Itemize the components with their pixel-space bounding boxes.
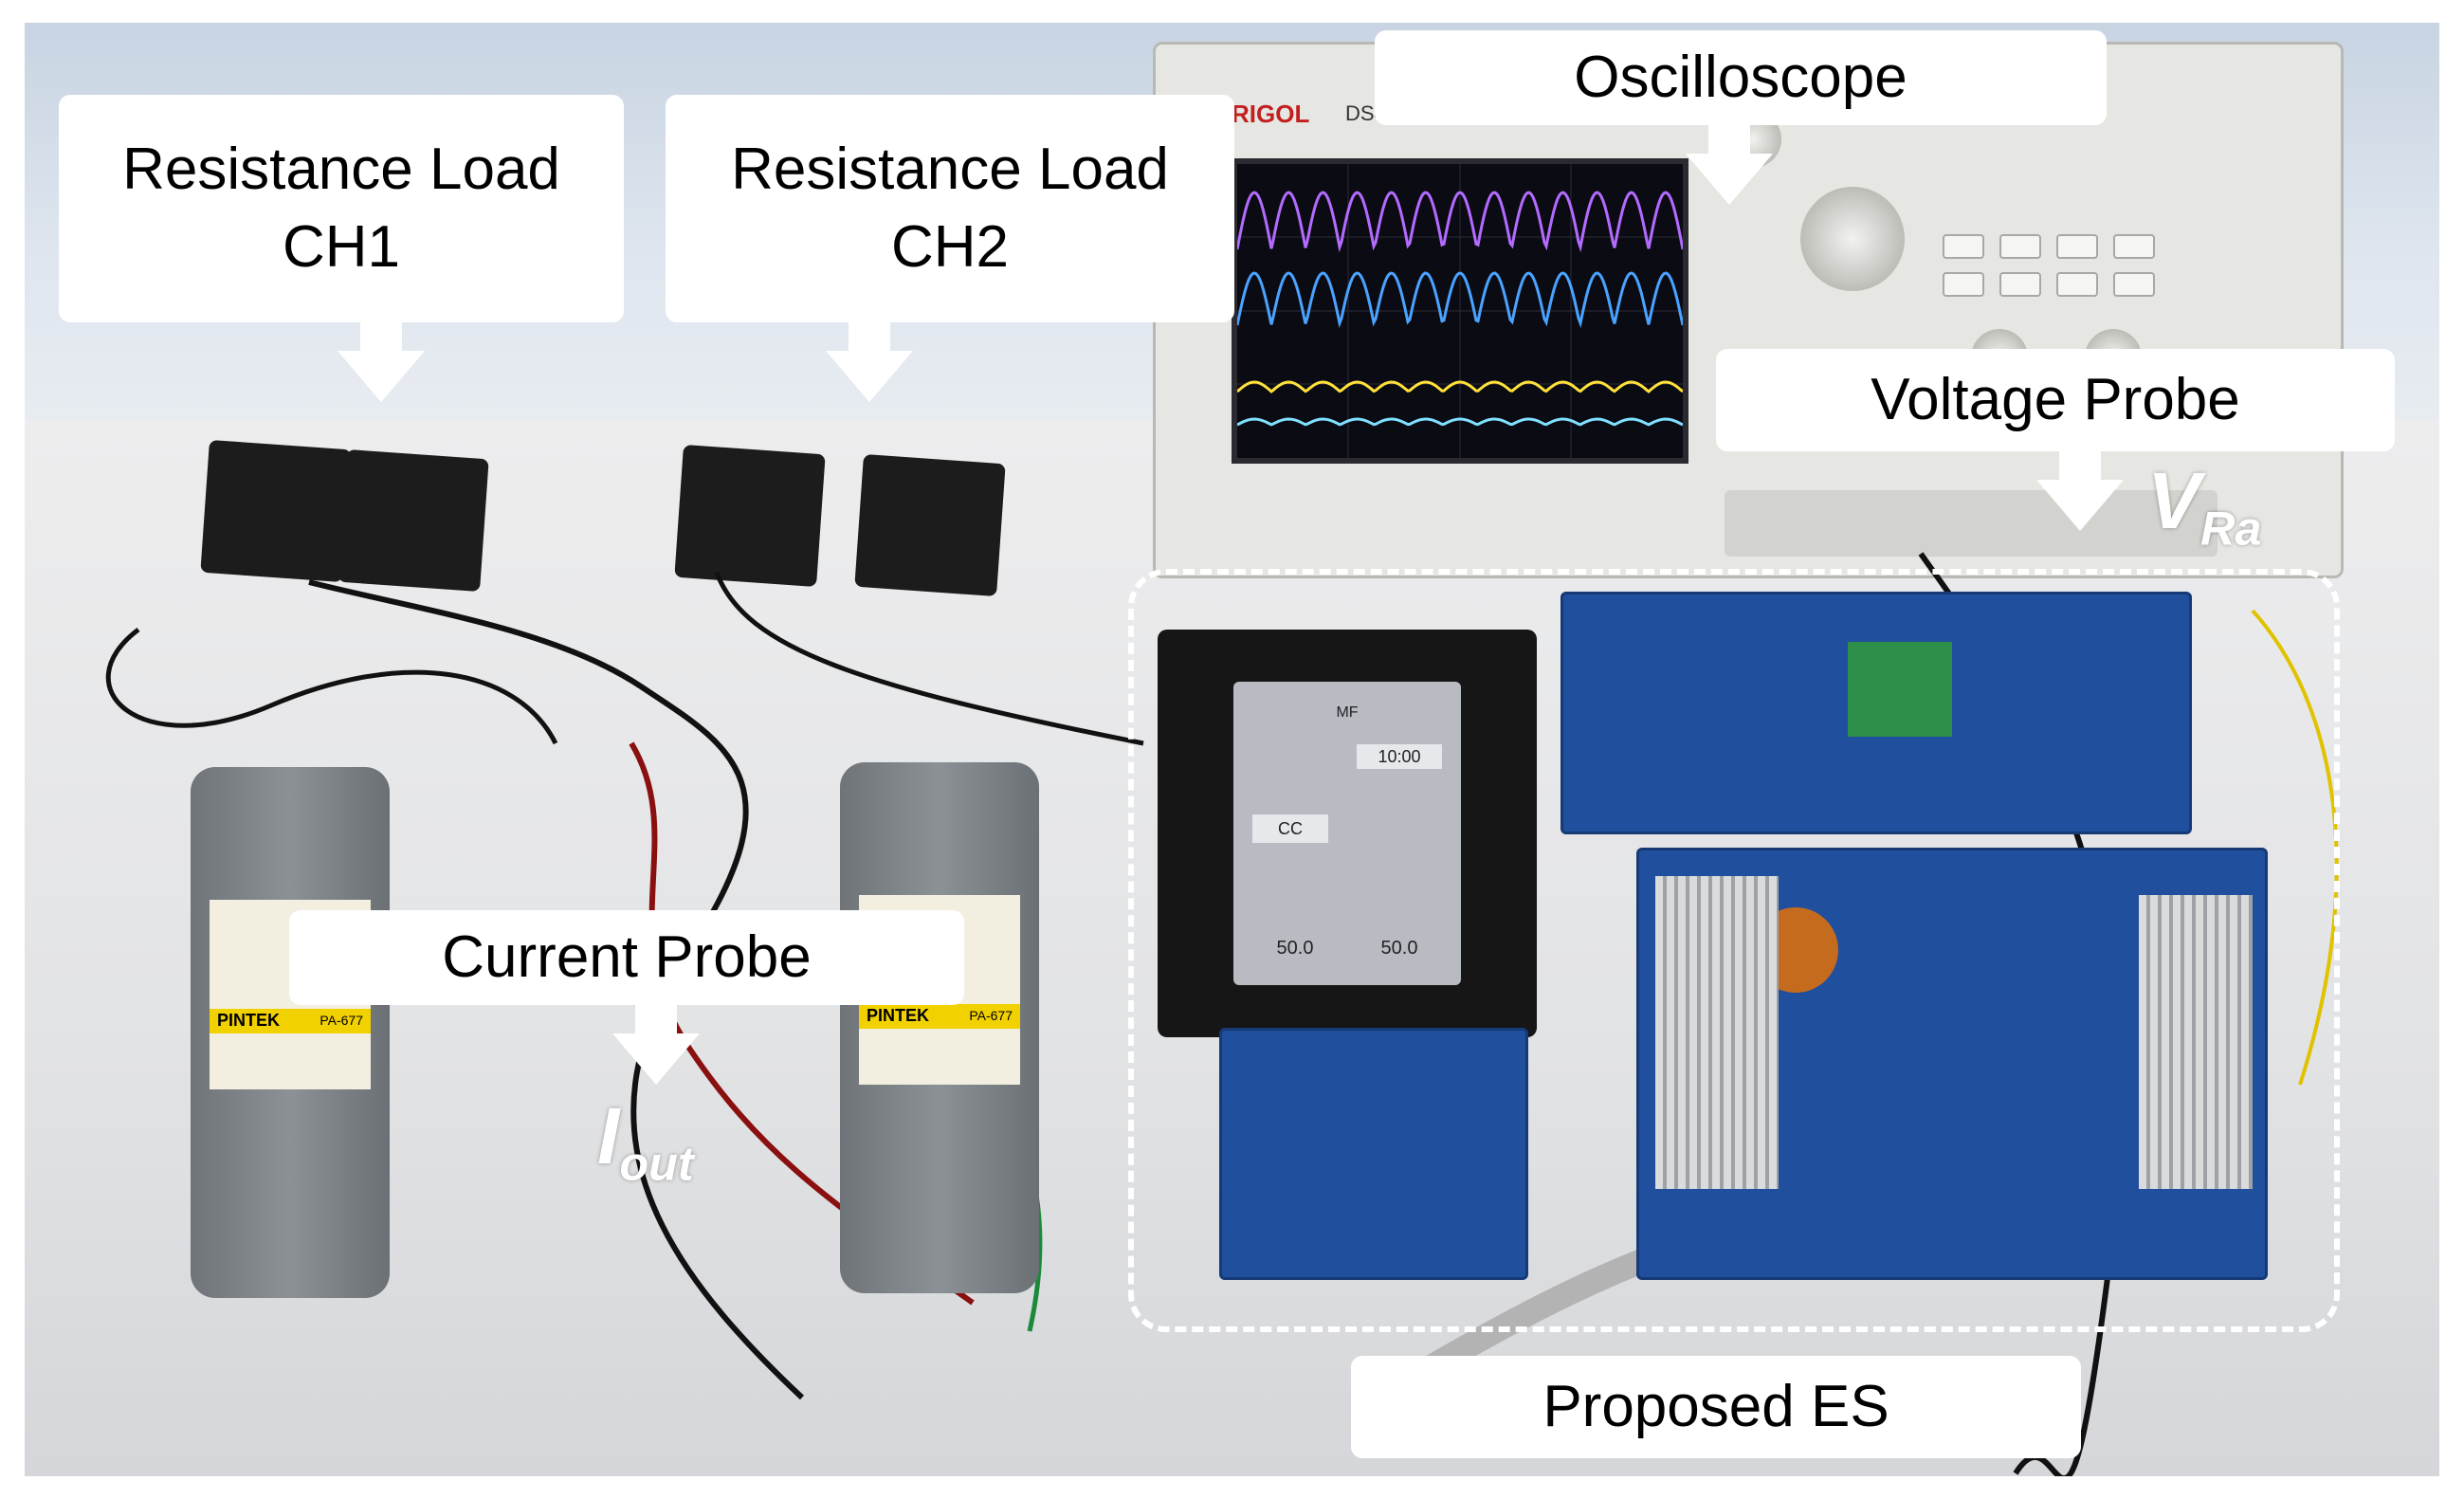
- arrow-shaft: [635, 1005, 677, 1033]
- label-resistance-load-ch1-line1: Resistance Load: [122, 137, 560, 202]
- scope-button: [2113, 272, 2155, 297]
- arrow-shaft: [849, 322, 890, 351]
- tablet-screen: MF 10:00 CC 50.0 50.0: [1233, 682, 1461, 985]
- clamp-band: PINTEK PA-677: [210, 1009, 371, 1033]
- ch2-trace: [1235, 271, 1685, 329]
- scope-button: [2056, 234, 2098, 259]
- label-resistance-load-ch2-line1: Resistance Load: [731, 137, 1169, 202]
- touch-tablet: MF 10:00 CC 50.0 50.0: [1158, 630, 1537, 1037]
- heatsink-right: [2139, 895, 2253, 1189]
- label-proposed-es: Proposed ES: [1351, 1356, 2081, 1458]
- scope-button: [2056, 272, 2098, 297]
- controller-pcb-top: [1561, 592, 2192, 834]
- label-resistance-load-ch1: Resistance Load CH1: [59, 95, 624, 322]
- symbol-v-ra-main: V: [2147, 456, 2201, 545]
- tablet-mode: CC: [1252, 814, 1328, 843]
- proposed-es-outline: [1128, 569, 2340, 1332]
- label-oscilloscope-text: Oscilloscope: [1574, 45, 1907, 110]
- ch3-trace: [1236, 380, 1684, 393]
- symbol-v-ra-sub: Ra: [2200, 501, 2262, 556]
- scope-button: [2113, 234, 2155, 259]
- ch1-trace: [1235, 191, 1685, 253]
- ch4-trace: [1236, 417, 1684, 427]
- label-current-probe-text: Current Probe: [442, 924, 812, 990]
- scope-screen: [1232, 158, 1688, 464]
- clamp-brand: PINTEK: [217, 1011, 281, 1030]
- scope-button: [1999, 272, 2041, 297]
- arrow-down-icon: [1686, 154, 1773, 205]
- label-voltage-probe: Voltage Probe: [1716, 349, 2395, 451]
- control-pcb-small: [1219, 1028, 1528, 1280]
- scope-button: [1943, 272, 1984, 297]
- label-voltage-probe-text: Voltage Probe: [1871, 367, 2240, 432]
- tablet-time: 10:00: [1357, 744, 1442, 769]
- arrow-shaft: [360, 322, 402, 351]
- mcu-module: [1848, 642, 1952, 737]
- symbol-i-out: Iout: [597, 1090, 694, 1192]
- arrow-shaft: [2059, 451, 2101, 480]
- tablet-value-2: 50.0: [1380, 938, 1418, 959]
- tablet-title: MF: [1336, 704, 1359, 721]
- label-resistance-load-ch2: Resistance Load CH2: [666, 95, 1234, 322]
- tablet-value-1: 50.0: [1276, 938, 1314, 959]
- label-proposed-es-text: Proposed ES: [1542, 1374, 1889, 1439]
- scope-button: [1999, 234, 2041, 259]
- scope-button: [1943, 234, 1984, 259]
- heatsink-left: [1655, 876, 1779, 1189]
- symbol-i-out-main: I: [597, 1091, 620, 1180]
- scope-input-panel: [1725, 490, 2218, 557]
- current-clamp-2: PINTEK PA-677: [840, 762, 1039, 1293]
- label-resistance-load-ch2-line2: CH2: [890, 214, 1010, 280]
- scope-main-knob: [1800, 187, 1905, 291]
- arrow-down-icon: [2036, 480, 2124, 531]
- arrow-down-icon: [338, 351, 425, 402]
- clamp-band: PINTEK PA-677: [859, 1004, 1020, 1029]
- clamp-model: PA-677: [319, 1013, 363, 1028]
- label-current-probe: Current Probe: [289, 910, 964, 1005]
- arrow-shaft: [1708, 125, 1750, 154]
- scope-waveforms: [1235, 164, 1685, 458]
- label-oscilloscope: Oscilloscope: [1375, 30, 2107, 125]
- symbol-i-out-sub: out: [619, 1136, 694, 1191]
- current-clamp-1: PINTEK PA-677: [191, 767, 390, 1298]
- symbol-v-ra: VRa: [2147, 455, 2261, 557]
- arrow-down-icon: [826, 351, 913, 402]
- label-resistance-load-ch1-line2: CH1: [282, 214, 401, 280]
- clamp-model: PA-677: [969, 1008, 1013, 1023]
- arrow-down-icon: [612, 1033, 700, 1085]
- scope-brand: RIGOL: [1232, 100, 1310, 128]
- clamp-brand: PINTEK: [867, 1006, 930, 1025]
